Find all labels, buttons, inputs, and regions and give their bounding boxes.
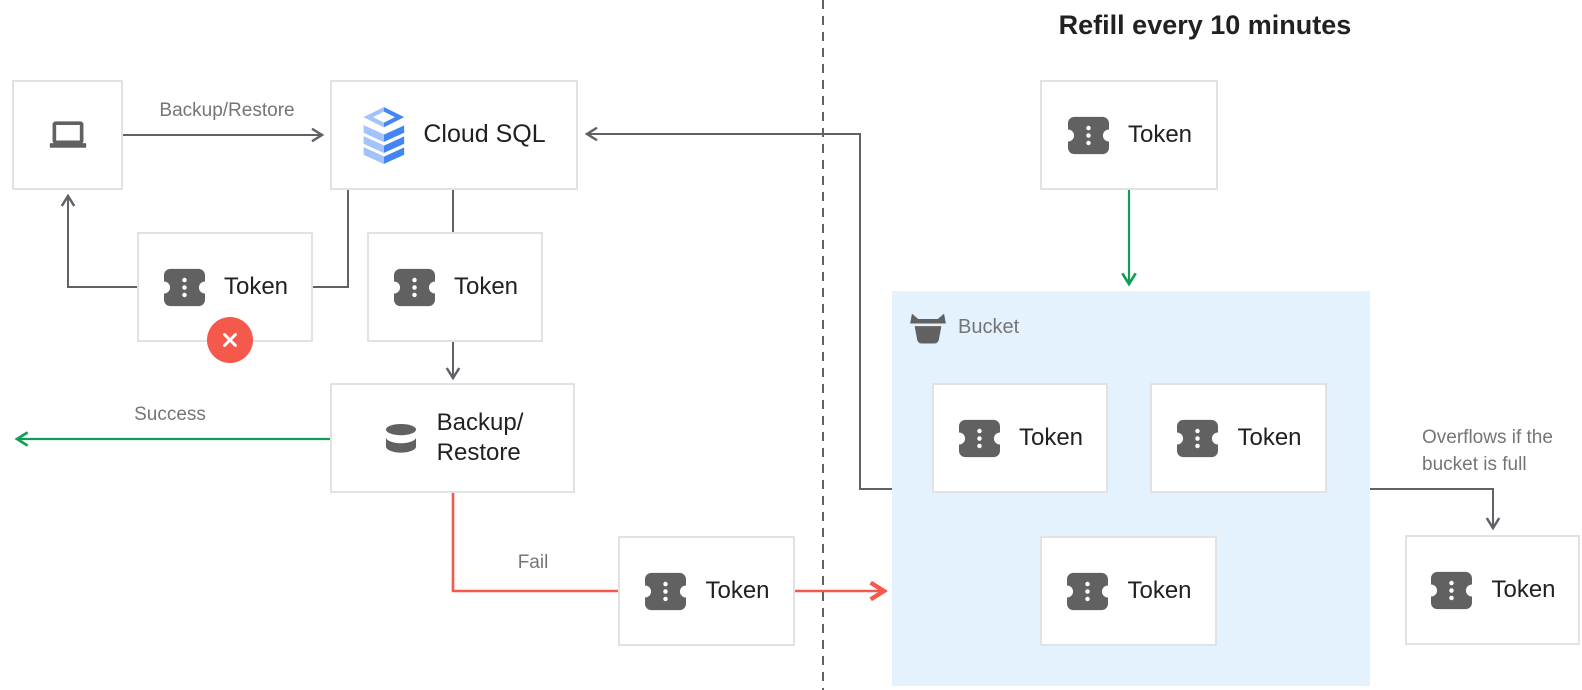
token-node-overflow: Token bbox=[1405, 535, 1580, 645]
cloud-sql-label: Cloud SQL bbox=[423, 120, 546, 149]
token-icon bbox=[162, 267, 207, 308]
token-icon bbox=[1175, 418, 1220, 459]
backup-restore-label: Backup/ Restore bbox=[436, 409, 524, 466]
token-label: Token bbox=[1127, 577, 1192, 604]
token-label: Token bbox=[1018, 424, 1084, 451]
bucket-icon bbox=[910, 311, 946, 344]
backup-restore-node: Backup/ Restore bbox=[330, 383, 575, 493]
edge-label-success: Success bbox=[134, 404, 206, 425]
token-icon bbox=[1066, 115, 1111, 156]
token-label: Token bbox=[223, 273, 289, 300]
token-label: Token bbox=[1491, 576, 1556, 603]
database-icon bbox=[382, 423, 420, 454]
token-node-bucket-1: Token bbox=[932, 383, 1108, 493]
refill-title: Refill every 10 minutes bbox=[1058, 10, 1352, 40]
edge-overflow bbox=[1370, 488, 1501, 531]
bucket-header: Bucket bbox=[910, 311, 1019, 344]
edge-token-to-client bbox=[60, 193, 137, 288]
bucket-label: Bucket bbox=[958, 316, 1020, 338]
token-label: Token bbox=[1237, 424, 1302, 451]
edge-label-fail: Fail bbox=[517, 552, 549, 573]
token-node-refill: Token bbox=[1040, 80, 1218, 190]
token-node-bucket-3: Token bbox=[1040, 536, 1217, 646]
edge-label-overflow: Overflows if the bucket is full bbox=[1422, 427, 1553, 475]
edge-bucket-to-cloudsql bbox=[584, 126, 892, 490]
token-node-fail: Token bbox=[618, 536, 795, 646]
token-icon bbox=[392, 267, 437, 308]
token-node-rejected: Token bbox=[137, 232, 313, 342]
client-node bbox=[12, 80, 123, 190]
token-icon bbox=[1429, 570, 1474, 611]
token-label: Token bbox=[453, 273, 519, 300]
cloud-sql-icon bbox=[362, 106, 406, 164]
token-label: Token bbox=[1127, 121, 1193, 148]
token-node-bucket-2: Token bbox=[1150, 383, 1327, 493]
error-x-icon bbox=[207, 317, 253, 363]
token-label: Token bbox=[705, 577, 770, 604]
edge-label-backup-restore: Backup/Restore bbox=[159, 100, 295, 121]
cloud-sql-node: Cloud SQL bbox=[330, 80, 578, 190]
laptop-icon bbox=[48, 120, 88, 150]
edge-cloudsql-to-rejected-token bbox=[313, 190, 349, 288]
token-icon bbox=[643, 571, 688, 612]
token-icon bbox=[1065, 571, 1110, 612]
token-node-cloudsql: Token bbox=[367, 232, 543, 342]
token-icon bbox=[957, 418, 1002, 459]
